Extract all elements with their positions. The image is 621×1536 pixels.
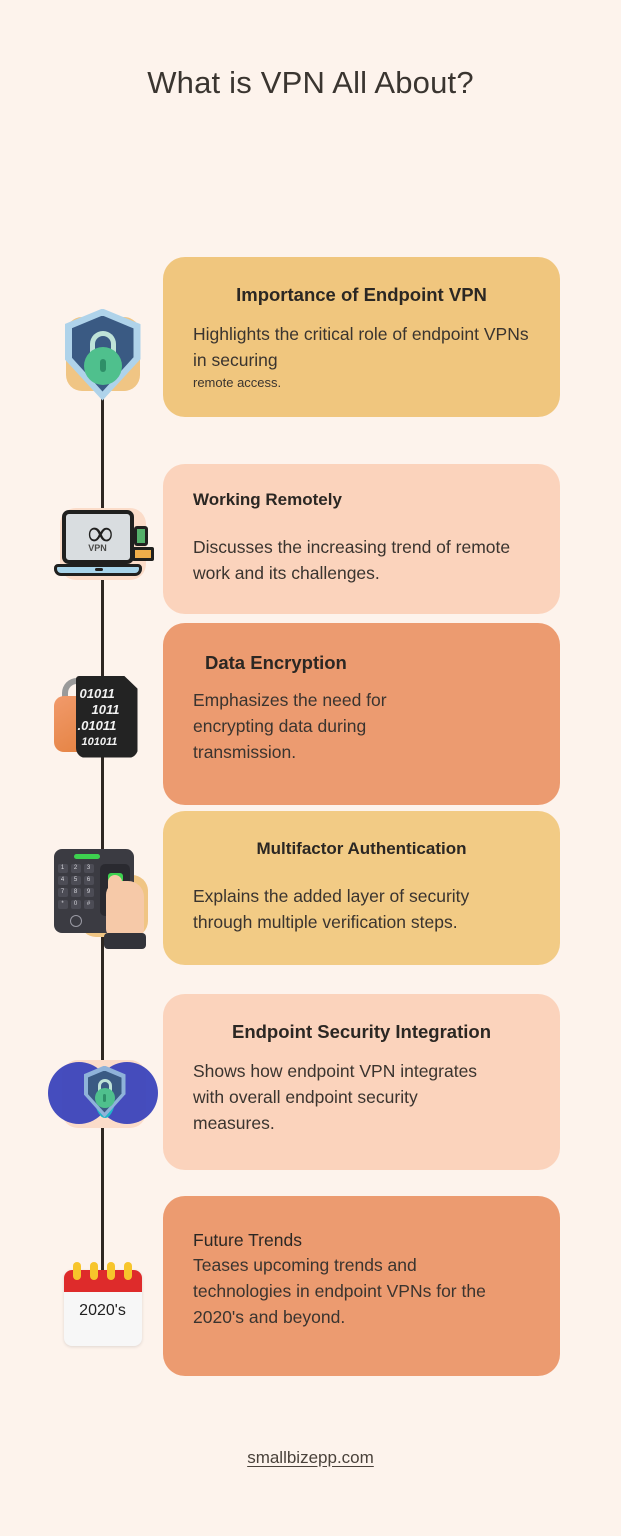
keypad-key: # [83,899,94,909]
step-card-body: Explains the added layer of security thr… [193,886,470,932]
keypad-key: 6 [83,875,94,885]
padlock-shackle [89,330,116,355]
step-card-body: Teases upcoming trends and technologies … [193,1255,486,1327]
step-card-title: Endpoint Security Integration [231,1021,491,1042]
step-card-body: Highlights the critical role of endpoint… [193,321,530,393]
step-card-title: Data Encryption [205,652,347,673]
step-card-3[interactable]: Data Encryption Emphasizes the need for … [163,623,560,805]
binary-line-2: 1011 [91,701,120,717]
binary-panel: 01011 1011 .01011 101011 [75,675,138,758]
step-card-title: Importance of Endpoint VPN [236,284,487,305]
laptop-screen [61,509,134,564]
binary-line-3: .01011 [77,717,117,733]
shield-lock-icon [48,303,158,413]
keypad-key: 1 [57,863,68,873]
keypad-key: 3 [83,863,94,873]
timeline-spine [101,318,104,1284]
binary-line-4: 101011 [81,735,118,748]
keypad-key: 9 [83,887,94,897]
step-card-title: Multifactor Authentication [256,839,467,858]
padlock-shackle [97,1078,112,1092]
padlock-keyhole [103,1093,106,1102]
keypad-key: 8 [70,887,81,897]
index-finger [107,874,122,907]
icon-caption-vpn: VPN [88,542,107,553]
step-card-2[interactable]: Working Remotely Discusses the increasin… [163,464,560,614]
step-card-1[interactable]: Importance of Endpoint VPN Highlights th… [163,257,560,417]
site-footer-link[interactable]: smallbizepp.com [247,1448,374,1467]
icon-slot-1 [40,295,165,420]
page-title: What is VPN All About? [147,65,474,100]
step-card-body: Discusses the increasing trend of remote… [193,537,511,583]
keypad-key: 4 [57,875,68,885]
calendar-ring [123,1261,132,1280]
padlock-keyhole [99,358,106,372]
venn-shield-lock-icon [47,1040,158,1150]
icon-slot-2: ∞ VPN [40,484,165,609]
keypad-key: * [57,899,68,909]
calendar-ring [89,1261,98,1280]
icon-slot-6: 2020's [40,1242,165,1367]
key-stem-shape [131,546,154,561]
binary-encryption-lock-icon: 01011 1011 .01011 101011 [48,664,158,774]
step-card-5[interactable]: Endpoint Security Integration Shows how … [163,994,560,1170]
keypad-key: 0 [70,899,81,909]
step-card-title: Working Remotely [193,490,342,509]
calendar-ring [106,1261,115,1280]
step-card-body: Emphasizes the need for encrypting data … [193,690,387,762]
calendar-year-label: 2020's [79,1301,126,1319]
icon-slot-3: 01011 1011 .01011 101011 [40,656,165,781]
keypad-key: 7 [57,887,68,897]
step-card-6[interactable]: Future Trends Teases upcoming trends and… [163,1196,560,1376]
step-card-body-small: remote access. [193,375,282,390]
key-head-shape [133,525,148,546]
step-card-title: Future Trends [193,1230,302,1250]
step-card-4[interactable]: Multifactor Authentication Explains the … [163,811,560,965]
bell-icon [69,914,82,927]
calendar-icon: 2020's [48,1250,158,1360]
step-card-body: Shows how endpoint VPN integrates with o… [193,1061,478,1133]
laptop-vpn-icon: ∞ VPN [48,492,158,602]
status-led [73,853,100,859]
icon-slot-5 [40,1032,165,1157]
laptop-trackpad [94,567,103,571]
step-card-body-main: Highlights the critical role of endpoint… [193,324,529,370]
calendar-ring [72,1261,81,1280]
wrist-cuff [103,932,146,949]
keypad-key: 2 [70,863,81,873]
keypad-key: 5 [70,875,81,885]
binary-line-1: 01011 [79,685,115,701]
calendar-header [63,1269,142,1292]
